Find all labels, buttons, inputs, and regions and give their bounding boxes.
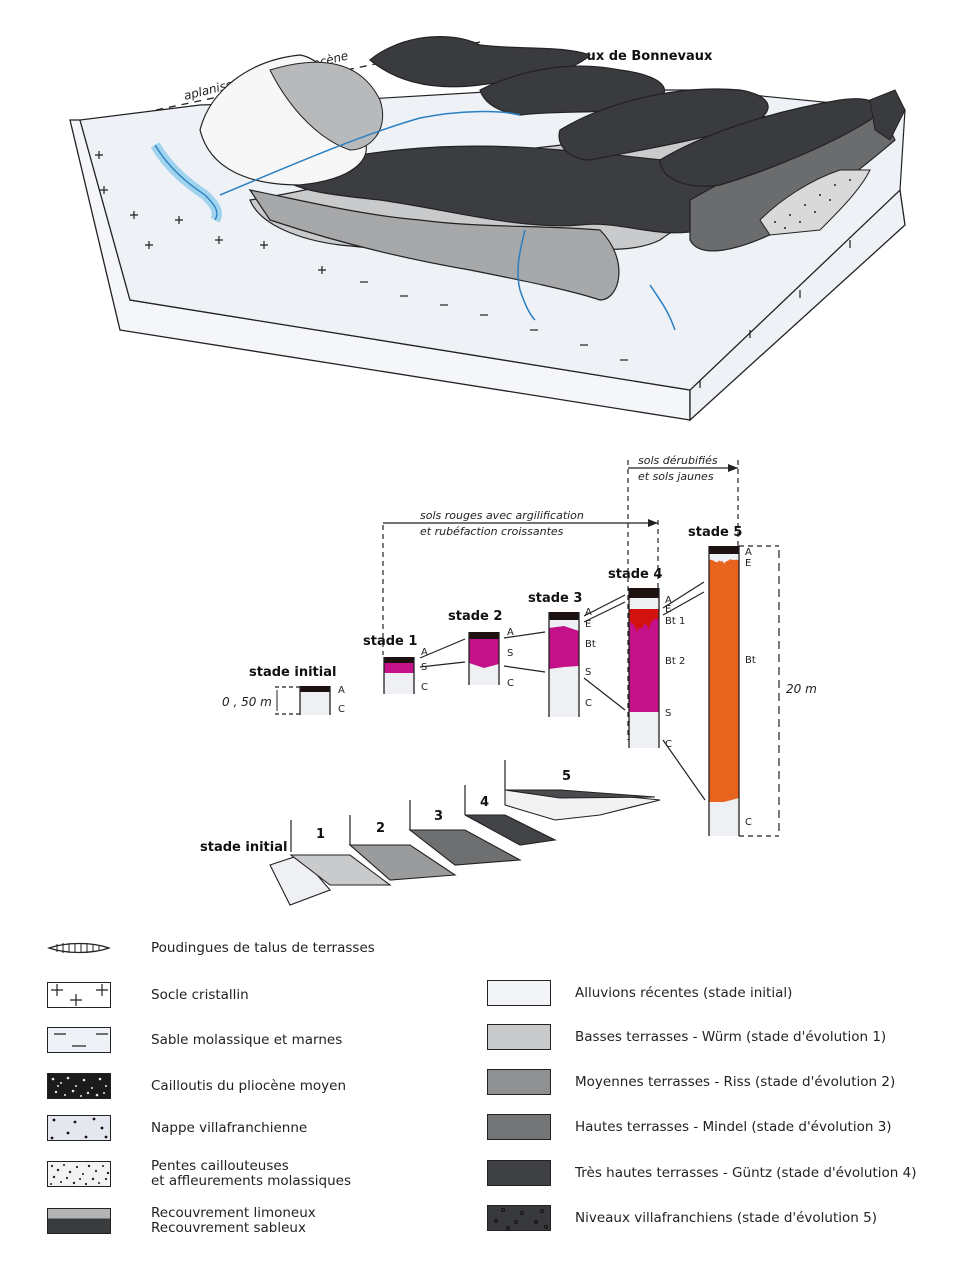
yellow-soils-label-2: et sols jaunes: [638, 470, 714, 483]
river-tributary: [649, 284, 676, 331]
riss-swatch: [487, 1069, 551, 1095]
dark-gravel-pattern-icon: [47, 1073, 111, 1099]
red-soils-label-2: et rubéfaction croissantes: [420, 525, 564, 538]
crosses-pattern-icon: [47, 982, 111, 1008]
svg-text:S: S: [665, 708, 671, 719]
svg-text:C: C: [745, 817, 752, 828]
step-label-2: 2: [376, 821, 385, 836]
stage-title-5: stade 5: [688, 525, 742, 540]
scale-stade5: 20 m: [786, 682, 817, 696]
guntz-swatch: [487, 1160, 551, 1186]
svg-text:E: E: [745, 558, 751, 569]
mindel-swatch: [487, 1114, 551, 1140]
svg-text:E: E: [585, 619, 591, 630]
legend-item-nappe: Nappe villafranchienne: [47, 1115, 307, 1141]
gravel-slope: [759, 169, 871, 236]
svg-text:S: S: [507, 648, 513, 659]
svg-text:S: S: [585, 667, 591, 678]
legend-item-riss: Moyennes terrasses - Riss (stade d'évolu…: [487, 1069, 895, 1095]
stage-title-3: stade 3: [528, 591, 582, 606]
red-soils-label-1: sols rouges avec argilification: [420, 509, 584, 522]
svg-text:C: C: [585, 698, 592, 709]
legend-item-cailloutis: Cailloutis du pliocène moyen: [47, 1073, 346, 1099]
wurm-swatch: [487, 1024, 551, 1050]
stage-title-2: stade 2: [448, 609, 502, 624]
molasse-dashes: [360, 240, 851, 388]
villafranchiens-swatch: [487, 1205, 551, 1231]
soil-profiles-diagram: sols rouges avec argilification et rubéf…: [200, 454, 817, 906]
svg-text:Bt: Bt: [745, 655, 756, 666]
river-tributary: [517, 229, 536, 321]
svg-text:E: E: [665, 604, 671, 615]
dashes-pattern-icon: [47, 1027, 111, 1053]
step-label-3: 3: [434, 809, 443, 824]
svg-text:S: S: [421, 662, 427, 673]
legend-item-alluvions: Alluvions récentes (stade initial): [487, 980, 792, 1006]
svg-text:Bt 2: Bt 2: [665, 656, 685, 667]
svg-text:A: A: [338, 685, 345, 696]
scale-initial: 0 , 50 m: [222, 695, 272, 709]
legend-item-villafranchiens: Niveaux villafranchiens (stade d'évoluti…: [487, 1205, 877, 1231]
svg-text:Bt 1: Bt 1: [665, 616, 685, 627]
legend-item-molasse: Sable molassique et marnes: [47, 1027, 342, 1053]
yellow-soils-label-1: sols dérubifiés: [638, 454, 718, 467]
legend-item-talus: Poudingues de talus de terrasses: [47, 940, 375, 956]
two-tone-pattern-icon: [47, 1208, 111, 1234]
alluvions-swatch: [487, 980, 551, 1006]
stage-title-4: stade 4: [608, 567, 662, 582]
svg-text:C: C: [507, 678, 514, 689]
step-label-4: 4: [480, 795, 489, 810]
svg-text:C: C: [338, 704, 345, 715]
svg-text:Bt: Bt: [585, 639, 596, 650]
step-label-5: 5: [562, 769, 571, 784]
svg-text:A: A: [421, 647, 428, 658]
svg-text:A: A: [665, 595, 672, 606]
legend-item-mindel: Hautes terrasses - Mindel (stade d'évolu…: [487, 1114, 892, 1140]
svg-text:C: C: [665, 739, 672, 750]
mid-terrace: [248, 189, 620, 301]
terrace-steps: [269, 760, 661, 906]
plateau-ridge: [659, 98, 879, 187]
dots-pattern-icon: [47, 1115, 111, 1141]
socle-crosses: [95, 151, 326, 274]
river-tributary: [219, 110, 521, 196]
step-label-initial: stade initial: [200, 840, 287, 855]
svg-text:A: A: [585, 607, 592, 618]
step-label-1: 1: [316, 827, 325, 842]
svg-text:A: A: [507, 627, 514, 638]
stage-title-initial: stade initial: [249, 665, 336, 680]
legend-item-wurm: Basses terrasses - Würm (stade d'évoluti…: [487, 1024, 886, 1050]
stage-title-1: stade 1: [363, 634, 417, 649]
talus-pattern-icon: [47, 942, 111, 954]
legend-item-socle: Socle cristallin: [47, 982, 249, 1008]
legend-item-guntz: Très hautes terrasses - Güntz (stade d'é…: [487, 1160, 916, 1186]
svg-text:C: C: [421, 682, 428, 693]
svg-text:A: A: [745, 547, 752, 558]
block-diagram: aplanissement mio-pliocène Plateaux de B…: [69, 36, 906, 422]
light-gravel-pattern-icon: [47, 1161, 111, 1187]
